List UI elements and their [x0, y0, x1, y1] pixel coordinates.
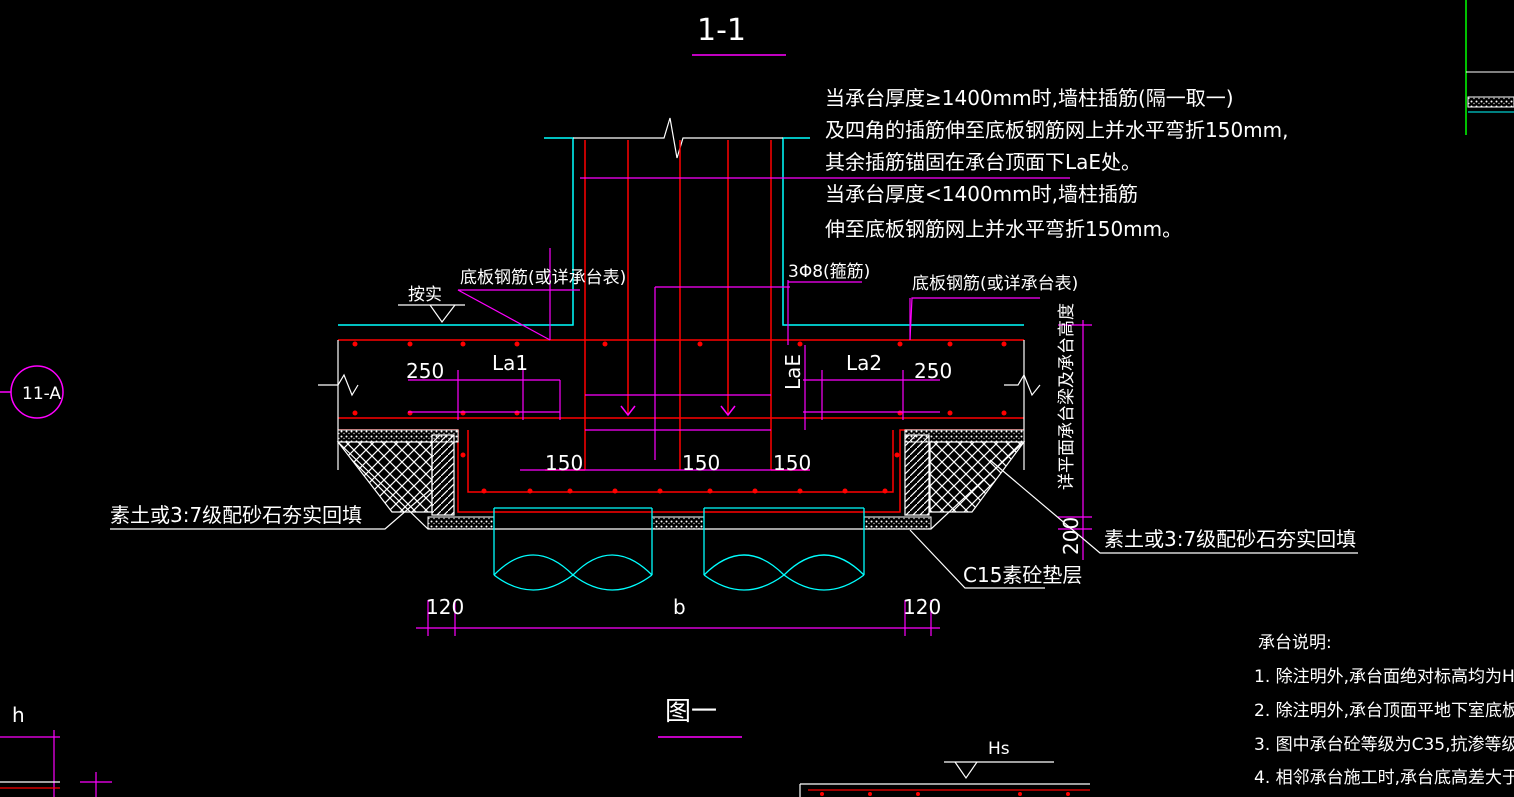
detail-marker: 11-A	[0, 365, 64, 419]
fill-level-label: 按实	[408, 285, 442, 305]
cap-note-3: 3. 图中承台砼等级为C35,抗渗等级P6。根	[1254, 735, 1514, 755]
cushion-label: C15素砼垫层	[963, 563, 1082, 587]
note-line-5: 伸至底板钢筋网上并水平弯折150mm。	[825, 217, 1182, 241]
backfill-left-label: 素土或3:7级配砂石夯实回填	[110, 503, 362, 527]
dim-200: 200	[1059, 517, 1083, 555]
column-outline	[338, 137, 1024, 326]
stirrup-label: 3Φ8(箍筋)	[788, 262, 870, 282]
bottom-hs-label: Hs	[988, 739, 1010, 759]
note-line-3: 其余插筋锚固在承台顶面下LaE处。	[825, 150, 1141, 174]
bottom-center-partial-detail: Hs	[799, 739, 1090, 797]
section-title: 1-1	[697, 13, 746, 48]
backfill-hatch	[336, 434, 1026, 530]
note-block: 当承台厚度≥1400mm时,墙柱插筋(隔一取一) 及四角的插筋伸至底板钢筋网上并…	[825, 86, 1289, 241]
dim-150-b: 150	[682, 451, 720, 475]
dim-150-c: 150	[773, 451, 811, 475]
dim-b: b	[673, 595, 686, 619]
fill-level-marker: 按实	[398, 285, 465, 324]
figure-label: 图一	[665, 697, 717, 727]
side-break-symbols	[318, 340, 1041, 470]
bottom-rebar-left-label: 底板钢筋(或详承台表)	[460, 268, 626, 288]
dim-120-left: 120	[426, 595, 464, 619]
callout-labels: 底板钢筋(或详承台表) 底板钢筋(或详承台表) 3Φ8(箍筋) 素土或3:7级配…	[110, 262, 1356, 587]
cap-notes-title: 承台说明:	[1258, 633, 1332, 653]
note-line-2: 及四角的插筋伸至底板钢筋网上并水平弯折150mm,	[825, 118, 1289, 142]
leader-lines	[110, 281, 1358, 589]
column-stirrups	[580, 177, 1070, 431]
bottom-rebar-right-label: 底板钢筋(或详承台表)	[912, 274, 1078, 294]
dimension-lines	[408, 248, 1092, 636]
top-right-partial-detail	[1465, 0, 1514, 135]
figure-label-group: 图一	[658, 697, 742, 738]
cap-note-1: 1. 除注明外,承台面绝对标高均为Hs,Hs=	[1254, 667, 1514, 687]
piles	[493, 507, 865, 591]
dimension-texts: 250 250 La1 La2 LaE 150 150 150 200 120 …	[406, 351, 1083, 619]
dim-150-a: 150	[545, 451, 583, 475]
bottom-left-h-label: h	[12, 703, 25, 727]
dim-250-left: 250	[406, 359, 444, 383]
note-line-4: 当承台厚度<1400mm时,墙柱插筋	[825, 182, 1138, 206]
dim-la1: La1	[492, 351, 528, 375]
cap-note-2: 2. 除注明外,承台顶面平地下室底板板面;当承	[1254, 701, 1514, 721]
dim-la2: La2	[846, 351, 882, 375]
dim-250-right: 250	[914, 359, 952, 383]
cap-note-4: 4. 相邻承台施工时,承台底高差大于净距时,应	[1254, 768, 1514, 788]
bottom-left-partial-detail: h	[0, 703, 112, 797]
backfill-right-label: 素土或3:7级配砂石夯实回填	[1104, 527, 1356, 551]
cap-notes: 承台说明: 1. 除注明外,承台面绝对标高均为Hs,Hs= 2. 除注明外,承台…	[1254, 633, 1514, 788]
detail-marker-label: 11-A	[22, 384, 61, 404]
dim-120-right: 120	[903, 595, 941, 619]
cushion-layer	[337, 429, 1025, 530]
note-line-1: 当承台厚度≥1400mm时,墙柱插筋(隔一取一)	[825, 86, 1234, 110]
section-title-group: 1-1	[692, 13, 786, 56]
dim-lae: LaE	[781, 354, 805, 390]
column-rebar	[545, 140, 810, 471]
column-break-symbol	[573, 117, 783, 159]
side-vertical-label: 详平面承台梁及承台高度	[1057, 303, 1077, 490]
